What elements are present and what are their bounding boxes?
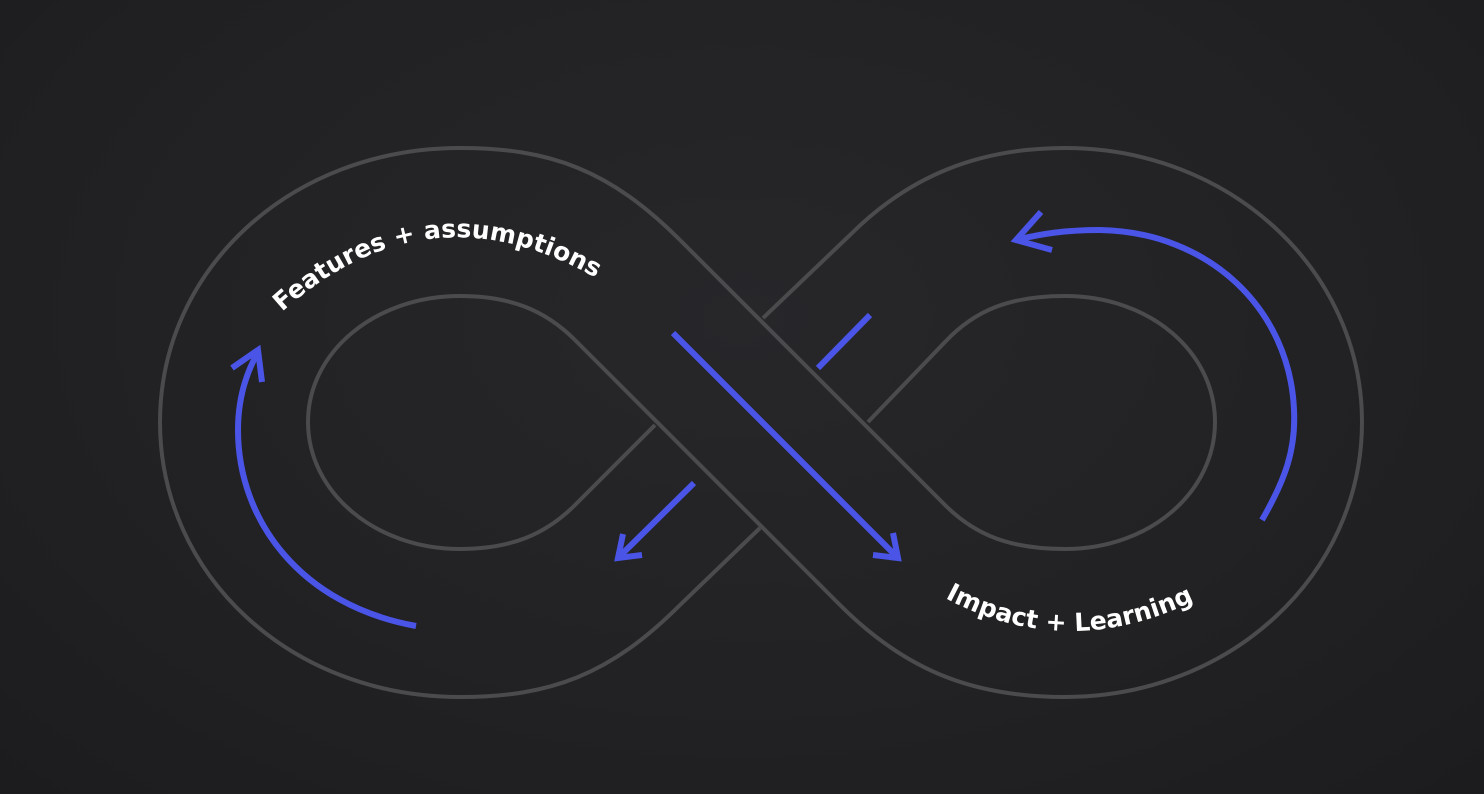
label-impact-learning: Impact + Learning — [942, 578, 1197, 638]
band-lower-edge — [573, 146, 1364, 699]
band-upper-edge — [678, 238, 1217, 551]
right-curved-arrow — [1010, 210, 1298, 522]
left-inner-edge — [306, 294, 657, 551]
diagonal-arrow — [670, 330, 902, 562]
left-outer-edge — [158, 146, 762, 699]
label-features-assumptions: Features + assumptions — [267, 214, 607, 316]
label-features-assumptions-text: Features + assumptions — [267, 214, 607, 316]
label-impact-learning-text: Impact + Learning — [942, 578, 1197, 638]
left-curved-arrow — [230, 344, 417, 629]
small-down-left-arrow — [614, 480, 697, 562]
short-diagonal-line — [815, 312, 873, 371]
flow-arrows — [230, 210, 1298, 629]
infinity-track — [158, 146, 1364, 699]
